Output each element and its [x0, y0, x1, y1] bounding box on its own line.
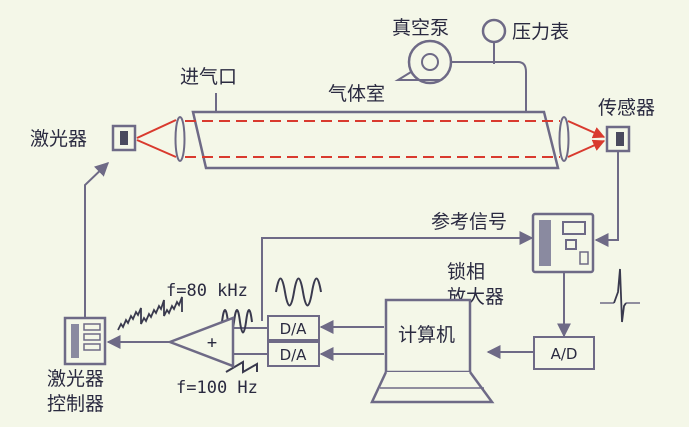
gas-chamber	[191, 110, 560, 170]
adc-label: A/D	[551, 345, 578, 363]
lockin-label-line1: 锁相	[447, 261, 485, 283]
laser-controller-label-line1: 激光器	[47, 368, 104, 390]
freq-high-label: f=80 kHz	[166, 281, 248, 301]
summer-sign: +	[207, 333, 217, 353]
modulated-sawtooth-icon	[117, 296, 183, 331]
laser-icon	[111, 124, 137, 152]
dac-bottom-label: D/A	[280, 346, 308, 364]
laser-label: 激光器	[30, 128, 87, 150]
controller-to-laser-wire	[84, 162, 110, 318]
gas-inlet-label: 进气口	[180, 66, 237, 88]
sensor-label: 传感器	[598, 97, 655, 119]
dac-bottom-box	[267, 341, 320, 367]
right-lens	[558, 116, 570, 162]
summing-amplifier	[166, 316, 235, 368]
sensor-to-lockin-wire	[594, 151, 619, 247]
sensor-icon	[605, 125, 631, 153]
computer-label: 计算机	[398, 324, 455, 346]
laser-controller-icon	[63, 316, 107, 366]
high-freq-sine-icon	[275, 277, 322, 307]
vacuum-pump-icon	[394, 39, 453, 85]
vacuum-pump-label: 真空泵	[392, 17, 449, 39]
left-lens	[174, 116, 186, 162]
dac-top-label: D/A	[280, 320, 308, 338]
pressure-gauge-icon	[481, 18, 507, 64]
laser-beam	[136, 119, 606, 158]
output-signal-icon	[600, 268, 640, 323]
reference-signal-wire	[261, 231, 534, 321]
laser-controller-label-line2: 控制器	[47, 393, 104, 415]
freq-low-label: f=100 Hz	[176, 378, 258, 398]
pump-tube	[451, 61, 527, 112]
lockin-amplifier-icon	[531, 212, 595, 274]
low-freq-sawtooth-icon	[225, 360, 258, 374]
reference-signal-label: 参考信号	[431, 211, 507, 233]
dac-top-box	[267, 315, 320, 341]
adc-box	[533, 336, 595, 370]
computer-icon	[370, 298, 495, 404]
gas-chamber-label: 气体室	[328, 83, 385, 105]
pressure-gauge-label: 压力表	[512, 21, 569, 43]
summer-top-sine-icon	[221, 309, 253, 334]
